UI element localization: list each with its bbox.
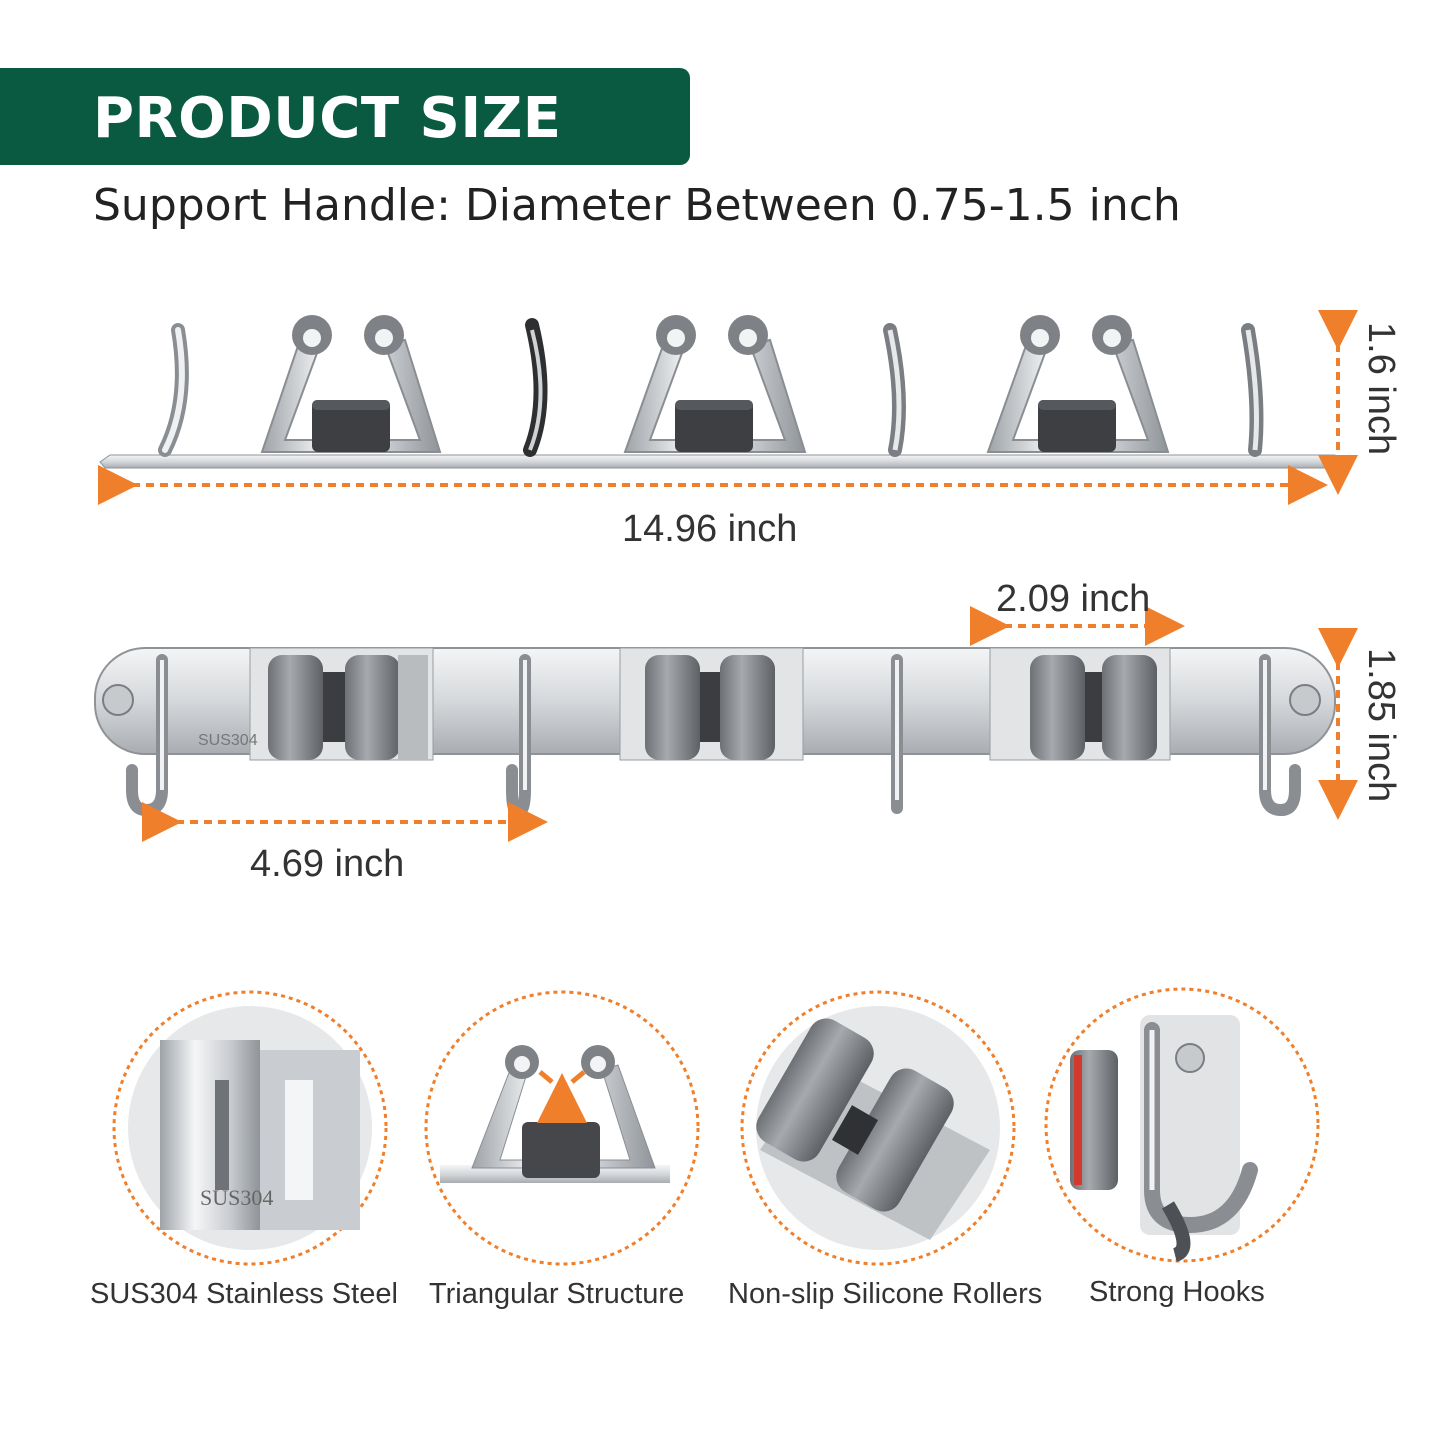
feature-triangle-circle [424,990,700,1266]
clip-top [260,315,442,453]
feature-roller-circle [740,990,1016,1266]
title-banner: PRODUCT SIZE [0,68,690,165]
front-view: SUS304 [94,606,1358,842]
hook-top [158,323,189,457]
feature-label: Non-slip Silicone Rollers [728,1278,1043,1310]
svg-text:SUS304: SUS304 [200,1185,273,1210]
top-height-label: 1.6 inch [1360,322,1402,456]
top-view [98,310,1358,505]
feature-label: Strong Hooks [1089,1276,1265,1308]
subtitle: Support Handle: Diameter Between 0.75-1.… [93,180,1181,231]
hook-front [1259,654,1301,817]
hook-top [883,323,906,457]
top-width-label: 14.96 inch [622,508,798,550]
hook-top [1241,323,1264,457]
engraving-text: SUS304 [198,732,258,749]
feature-label: Triangular Structure [429,1278,685,1310]
clip-top [986,315,1170,453]
feature-label: SUS304 Stainless Steel [90,1278,398,1310]
page-title: PRODUCT SIZE [93,86,562,151]
feature-steel-circle: SUS304 [112,990,388,1266]
roller-unit [619,647,804,761]
roller-unit [989,647,1171,761]
clip-top [623,315,807,453]
clip-spacing-label: 2.09 inch [996,578,1151,620]
feature-hook-circle [1044,987,1320,1263]
hook-spacing-label: 4.69 inch [250,843,405,885]
hook-top [523,318,548,457]
roller-unit [249,647,434,761]
front-height-label: 1.85 inch [1360,648,1402,803]
